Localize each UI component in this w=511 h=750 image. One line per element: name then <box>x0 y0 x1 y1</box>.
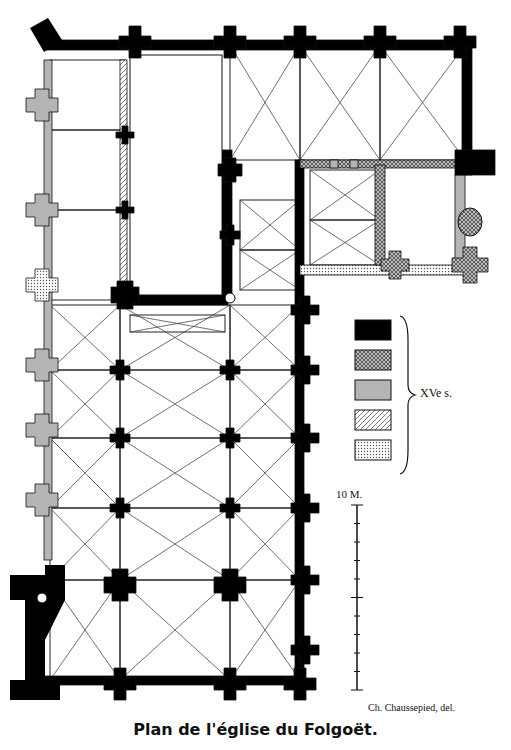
vault-bay <box>310 170 380 220</box>
vault-bay <box>120 438 230 508</box>
pier <box>110 498 130 518</box>
buttress <box>26 194 58 226</box>
vault-bay <box>380 45 465 160</box>
buttress <box>284 668 316 700</box>
pier <box>220 498 240 518</box>
vault-bay <box>130 315 225 332</box>
chapel-bay <box>50 130 125 210</box>
open-area <box>130 55 222 295</box>
legend-swatch <box>355 350 391 370</box>
vault-bay <box>230 438 300 508</box>
scale-label: 10 M. <box>336 488 362 500</box>
vault-bay <box>230 45 300 160</box>
pier <box>220 428 240 448</box>
buttress <box>26 414 58 446</box>
pier <box>116 126 134 144</box>
vault-bay <box>50 438 120 508</box>
vault-bay <box>310 220 380 265</box>
vault-bay <box>120 508 230 580</box>
buttress <box>291 636 319 664</box>
north-wall <box>45 40 470 50</box>
buttress <box>381 251 409 279</box>
vault-bay <box>50 370 120 438</box>
buttress <box>214 668 246 700</box>
caption: Plan de l'église du Folgoët. <box>133 720 378 739</box>
buttress <box>26 349 58 381</box>
vault-bay <box>240 200 300 250</box>
legend-swatch <box>355 320 391 340</box>
vault-bay <box>230 305 300 370</box>
period-label: XVe s. <box>420 386 452 401</box>
buttress <box>119 26 151 58</box>
buttress <box>26 484 58 516</box>
buttress <box>291 356 319 384</box>
chapel-bay <box>50 60 125 130</box>
buttress <box>26 89 58 121</box>
buttress <box>291 296 319 324</box>
credit: Ch. Chaussepied, del. <box>368 702 455 713</box>
pier <box>220 225 240 245</box>
buttress <box>452 247 488 283</box>
vault-bay <box>230 508 300 580</box>
bracket <box>400 316 415 474</box>
vault-bay <box>240 250 300 290</box>
vault-bay <box>120 370 230 438</box>
buttress <box>291 566 319 594</box>
pier <box>111 281 139 309</box>
tower <box>10 565 65 700</box>
chapel-bay <box>50 210 125 300</box>
west-wall <box>45 676 300 685</box>
stair <box>225 293 235 303</box>
buttress <box>104 668 136 700</box>
legend-swatch <box>355 410 391 430</box>
buttress <box>364 26 396 58</box>
buttress <box>444 26 476 58</box>
buttress <box>284 26 316 58</box>
pier <box>104 569 136 601</box>
legend-swatch <box>355 440 391 460</box>
vault-bay <box>300 45 380 160</box>
pier <box>220 360 240 380</box>
annex-wall <box>375 165 385 265</box>
vault-bay <box>120 580 230 680</box>
buttress <box>26 269 58 301</box>
nave-south-wall <box>295 160 304 680</box>
buttress <box>291 494 319 522</box>
pier <box>116 201 134 219</box>
pier <box>110 428 130 448</box>
pier <box>214 569 246 601</box>
scale-bar <box>351 505 363 690</box>
buttress <box>214 26 246 58</box>
legend-swatch <box>355 380 391 400</box>
corner-buttress <box>30 18 62 52</box>
vault-bay <box>50 305 120 370</box>
vault-bay <box>120 305 230 370</box>
annex-pillar <box>458 208 482 236</box>
annex-wall <box>350 160 358 168</box>
chapel-wall <box>120 60 127 300</box>
annex-wall <box>330 160 338 168</box>
buttress <box>455 150 495 175</box>
vault-bay <box>230 580 300 680</box>
pier <box>110 360 130 380</box>
pier <box>218 158 242 182</box>
stair <box>37 593 47 603</box>
vault-bay <box>230 370 300 438</box>
buttress <box>291 424 319 452</box>
